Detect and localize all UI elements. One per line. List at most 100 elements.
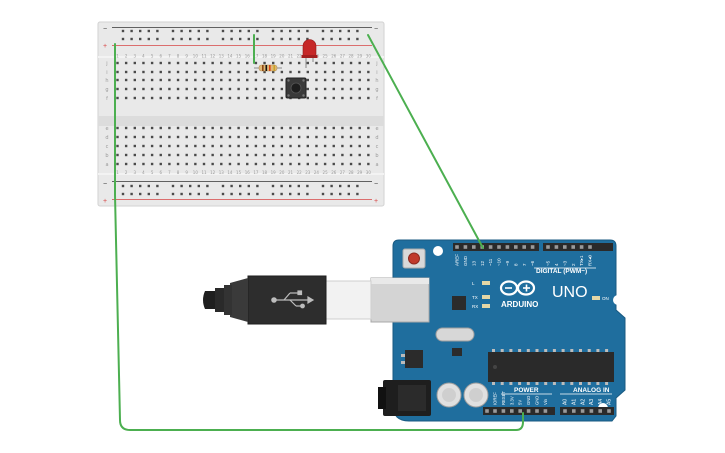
wires[interactable] bbox=[114, 34, 524, 431]
analog-pin-hole[interactable] bbox=[563, 409, 567, 413]
breadboard-hole[interactable] bbox=[228, 78, 232, 82]
breadboard-hole[interactable] bbox=[202, 87, 206, 91]
breadboard-hole[interactable] bbox=[272, 87, 275, 91]
breadboard-hole[interactable] bbox=[341, 135, 344, 139]
rail-hole[interactable] bbox=[197, 37, 200, 41]
rail-hole[interactable] bbox=[256, 37, 259, 41]
rail-hole[interactable] bbox=[189, 29, 192, 33]
breadboard-hole[interactable] bbox=[116, 162, 119, 166]
breadboard-hole[interactable] bbox=[150, 70, 154, 74]
breadboard-hole[interactable] bbox=[263, 78, 266, 82]
breadboard-hole[interactable] bbox=[297, 162, 301, 166]
rail-hole[interactable] bbox=[347, 29, 350, 33]
usb-cable[interactable] bbox=[203, 275, 430, 325]
breadboard-hole[interactable] bbox=[176, 144, 180, 148]
power-pin-hole[interactable] bbox=[518, 409, 522, 413]
rail-hole[interactable] bbox=[230, 184, 233, 188]
rail-hole[interactable] bbox=[256, 184, 259, 188]
rail-hole[interactable] bbox=[189, 184, 192, 188]
breadboard-hole[interactable] bbox=[315, 153, 318, 157]
breadboard-hole[interactable] bbox=[332, 96, 335, 100]
breadboard-hole[interactable] bbox=[341, 78, 344, 82]
breadboard-hole[interactable] bbox=[349, 126, 353, 130]
rail-hole[interactable] bbox=[221, 29, 225, 33]
breadboard-hole[interactable] bbox=[237, 162, 240, 166]
breadboard-hole[interactable] bbox=[211, 87, 214, 91]
breadboard-hole[interactable] bbox=[150, 135, 154, 139]
breadboard-hole[interactable] bbox=[349, 78, 353, 82]
breadboard-hole[interactable] bbox=[168, 96, 171, 100]
breadboard-hole[interactable] bbox=[124, 135, 128, 139]
analog-pin-hole[interactable] bbox=[572, 409, 576, 413]
digital-pin-hole[interactable] bbox=[579, 245, 584, 249]
breadboard-hole[interactable] bbox=[116, 87, 119, 91]
breadboard-hole[interactable] bbox=[263, 96, 266, 100]
breadboard-hole[interactable] bbox=[358, 96, 361, 100]
breadboard-hole[interactable] bbox=[194, 126, 197, 130]
rail-hole[interactable] bbox=[206, 184, 209, 188]
rail-hole[interactable] bbox=[180, 37, 183, 41]
breadboard-hole[interactable] bbox=[297, 144, 301, 148]
breadboard-hole[interactable] bbox=[272, 61, 275, 65]
breadboard-hole[interactable] bbox=[220, 126, 223, 130]
breadboard-hole[interactable] bbox=[272, 162, 275, 166]
rail-hole[interactable] bbox=[306, 184, 309, 188]
rail-hole[interactable] bbox=[297, 192, 300, 196]
breadboard-hole[interactable] bbox=[220, 96, 223, 100]
breadboard-hole[interactable] bbox=[323, 70, 327, 74]
breadboard-hole[interactable] bbox=[306, 126, 309, 130]
rail-hole[interactable] bbox=[156, 37, 159, 41]
rail-hole[interactable] bbox=[280, 192, 283, 196]
rail-hole[interactable] bbox=[271, 184, 275, 188]
rail-hole[interactable] bbox=[330, 184, 333, 188]
breadboard-hole[interactable] bbox=[116, 126, 119, 130]
rail-hole[interactable] bbox=[139, 29, 142, 33]
breadboard-hole[interactable] bbox=[349, 153, 353, 157]
breadboard-hole[interactable] bbox=[246, 61, 249, 65]
digital-pin-hole[interactable] bbox=[554, 245, 559, 249]
breadboard-hole[interactable] bbox=[202, 96, 206, 100]
digital-pin-hole[interactable] bbox=[463, 245, 468, 249]
breadboard-hole[interactable] bbox=[211, 70, 214, 74]
breadboard-hole[interactable] bbox=[116, 153, 119, 157]
rail-hole[interactable] bbox=[197, 184, 200, 188]
rail-hole[interactable] bbox=[239, 192, 242, 196]
rail-hole[interactable] bbox=[356, 37, 359, 41]
pushbutton[interactable] bbox=[285, 77, 307, 99]
reset-button[interactable] bbox=[408, 252, 420, 265]
breadboard-hole[interactable] bbox=[133, 87, 136, 91]
rail-hole[interactable] bbox=[121, 192, 125, 196]
breadboard-hole[interactable] bbox=[142, 162, 145, 166]
breadboard-hole[interactable] bbox=[168, 144, 171, 148]
breadboard-hole[interactable] bbox=[124, 87, 128, 91]
breadboard-hole[interactable] bbox=[332, 87, 335, 91]
breadboard-hole[interactable] bbox=[367, 78, 370, 82]
breadboard-hole[interactable] bbox=[211, 162, 214, 166]
rail-hole[interactable] bbox=[289, 29, 292, 33]
breadboard-hole[interactable] bbox=[202, 61, 206, 65]
rail-hole[interactable] bbox=[256, 29, 259, 33]
rail-hole[interactable] bbox=[139, 192, 142, 196]
breadboard-hole[interactable] bbox=[332, 135, 335, 139]
breadboard-hole[interactable] bbox=[228, 126, 232, 130]
breadboard-hole[interactable] bbox=[349, 96, 353, 100]
breadboard-hole[interactable] bbox=[367, 87, 370, 91]
digital-pin-hole[interactable] bbox=[522, 245, 526, 249]
breadboard-hole[interactable] bbox=[315, 135, 318, 139]
breadboard-hole[interactable] bbox=[202, 70, 206, 74]
breadboard-hole[interactable] bbox=[315, 162, 318, 166]
breadboard-hole[interactable] bbox=[272, 126, 275, 130]
breadboard-hole[interactable] bbox=[142, 70, 145, 74]
breadboard-hole[interactable] bbox=[116, 96, 119, 100]
breadboard-hole[interactable] bbox=[211, 144, 214, 148]
breadboard-hole[interactable] bbox=[358, 78, 361, 82]
breadboard-hole[interactable] bbox=[254, 135, 258, 139]
breadboard-hole[interactable] bbox=[176, 96, 180, 100]
power-pin-holes[interactable] bbox=[485, 409, 611, 413]
breadboard-hole[interactable] bbox=[194, 70, 197, 74]
rail-hole[interactable] bbox=[147, 37, 150, 41]
breadboard-hole[interactable] bbox=[159, 144, 162, 148]
